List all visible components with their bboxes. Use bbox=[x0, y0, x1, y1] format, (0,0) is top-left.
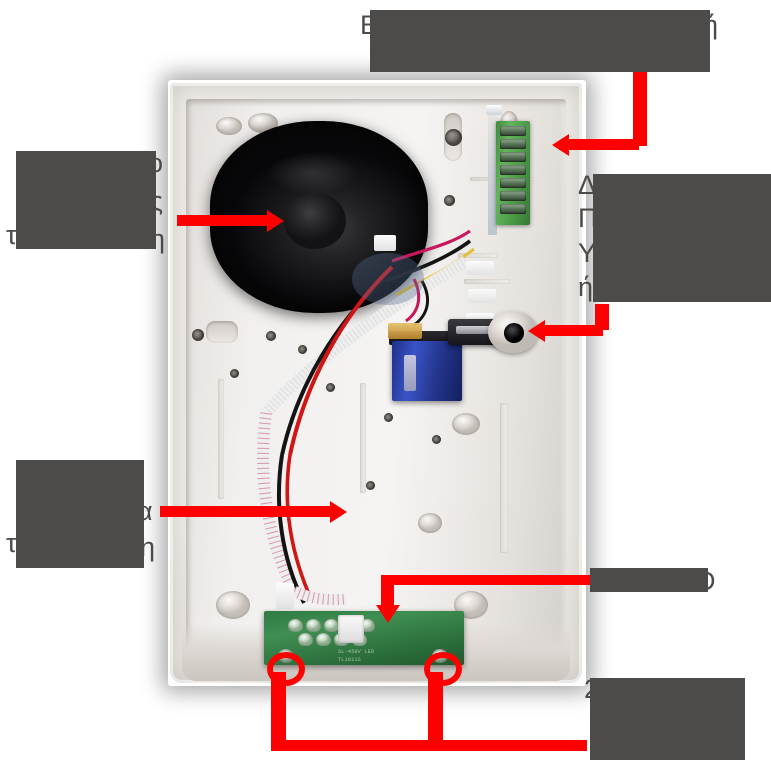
terminal-cell bbox=[500, 165, 526, 175]
ribbon-connector bbox=[468, 289, 496, 303]
ribbon-connector bbox=[374, 235, 396, 251]
housing-rib bbox=[218, 379, 224, 499]
terminal-cell bbox=[500, 139, 526, 149]
ribbon-connector bbox=[466, 261, 494, 275]
right-label bbox=[593, 174, 771, 302]
interior-callout-line bbox=[160, 506, 332, 517]
left-upper-glyph-l3-lead: τ bbox=[6, 220, 17, 250]
moulded-boss bbox=[418, 513, 442, 533]
screws-callout-line-right bbox=[428, 672, 443, 750]
bottom-right-label bbox=[590, 678, 745, 760]
screw-hole bbox=[444, 195, 455, 206]
speaker-highlight bbox=[249, 144, 376, 202]
terminal-screw-tab bbox=[486, 105, 502, 115]
led-indicator bbox=[324, 619, 339, 632]
moulded-boss bbox=[216, 117, 242, 135]
speaker-callout-line bbox=[177, 215, 269, 226]
left-upper-label bbox=[16, 151, 156, 249]
cable-channel bbox=[206, 321, 238, 343]
terminal-cell bbox=[500, 178, 526, 188]
screw-hole bbox=[326, 383, 335, 392]
tamper-callout-line-h bbox=[545, 325, 603, 336]
led-indicator bbox=[288, 619, 303, 632]
housing-rib bbox=[464, 279, 510, 284]
tamper-switch-lever bbox=[456, 326, 504, 334]
screw-highlight-circle-left bbox=[267, 652, 305, 686]
led-label bbox=[590, 568, 708, 592]
right-label-glyph-l2: Π bbox=[578, 203, 598, 233]
keyhole-hole bbox=[445, 129, 462, 146]
moulded-boss bbox=[452, 413, 480, 435]
left-lower-label bbox=[16, 460, 144, 568]
speaker-callout-arrow bbox=[267, 210, 284, 232]
screw-hole bbox=[366, 481, 375, 490]
pcb-silkscreen-code: TL1011S bbox=[338, 657, 362, 663]
tamper-switch-plunger bbox=[504, 323, 524, 343]
terminal-cell bbox=[500, 204, 526, 214]
led-indicator bbox=[306, 619, 321, 632]
terminal-cell bbox=[500, 126, 526, 136]
housing-rib bbox=[458, 253, 498, 258]
interior-callout-arrow bbox=[330, 501, 347, 523]
led-callout-arrow bbox=[376, 605, 400, 623]
terminal-pcb-strip bbox=[488, 109, 497, 235]
tamper-callout-line-v bbox=[595, 304, 609, 330]
right-label-glyph-l1: Δ bbox=[578, 170, 597, 200]
screw-highlight-circle-right bbox=[424, 652, 462, 686]
screw-hole bbox=[230, 369, 239, 378]
screws-callout-line-left bbox=[271, 672, 286, 750]
top-label bbox=[370, 10, 710, 72]
screw-hole bbox=[192, 329, 204, 341]
green-terminal-block bbox=[496, 121, 530, 225]
right-label-glyph-l4: ή bbox=[578, 272, 594, 302]
screws-callout-bracket bbox=[271, 740, 587, 751]
housing-rib bbox=[360, 383, 366, 493]
pcb-connector bbox=[338, 615, 364, 643]
housing-rib bbox=[500, 403, 508, 553]
screw-hole bbox=[384, 413, 393, 422]
led-callout-line-h bbox=[381, 575, 593, 585]
tamper-callout-arrow bbox=[528, 320, 545, 342]
moulded-boss bbox=[216, 591, 250, 619]
led-indicator bbox=[298, 633, 313, 646]
terminal-callout-line-h bbox=[569, 139, 639, 150]
terminal-callout-arrow bbox=[552, 134, 569, 156]
terminal-cell bbox=[500, 152, 526, 162]
left-lower-glyph-l3-lead: τ bbox=[6, 528, 17, 558]
cable-clip bbox=[276, 583, 294, 609]
led-callout-line-v bbox=[381, 575, 394, 609]
speaker-dome bbox=[283, 192, 346, 249]
backup-battery bbox=[392, 341, 462, 401]
terminal-callout-line-v bbox=[633, 66, 647, 146]
siren-interior-photo: SL-450V LED TL1011S bbox=[170, 83, 582, 683]
screw-hole bbox=[266, 331, 276, 341]
screw-hole bbox=[298, 345, 307, 354]
right-label-glyph-l3: Υ bbox=[578, 238, 597, 268]
screw-hole bbox=[432, 435, 441, 444]
led-indicator bbox=[316, 633, 331, 646]
battery-label bbox=[404, 355, 416, 391]
pcb-silkscreen-model: SL-450V LED bbox=[338, 649, 375, 655]
fuse-holder bbox=[388, 323, 422, 339]
terminal-cell bbox=[500, 191, 526, 201]
